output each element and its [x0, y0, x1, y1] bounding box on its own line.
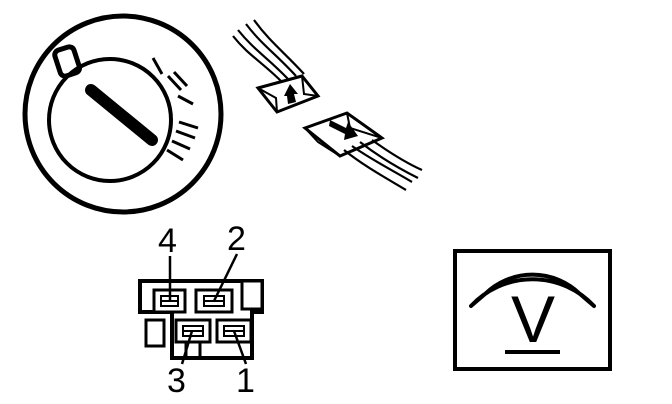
- switch-position-2-marks: [166, 70, 194, 106]
- connector-pinout-icon: [138, 253, 264, 365]
- leader-pin-1: [232, 330, 248, 365]
- ignition-switch-icon: [22, 13, 224, 215]
- arrow-up-icon: [284, 84, 298, 104]
- voltmeter-icon: V: [453, 249, 612, 371]
- pin-label-4: 4: [158, 222, 177, 260]
- leader-pin-2: [212, 253, 239, 302]
- pin-label-1: 1: [236, 362, 255, 400]
- pin-label-2: 2: [227, 220, 246, 258]
- switch-position-3-marks: [166, 120, 199, 162]
- pin-label-3: 3: [167, 362, 186, 400]
- voltmeter-symbol: V: [511, 282, 555, 356]
- arrow-down-icon: [329, 120, 358, 140]
- leader-pin-3: [180, 330, 194, 365]
- connector-plugs-icon: [232, 19, 423, 191]
